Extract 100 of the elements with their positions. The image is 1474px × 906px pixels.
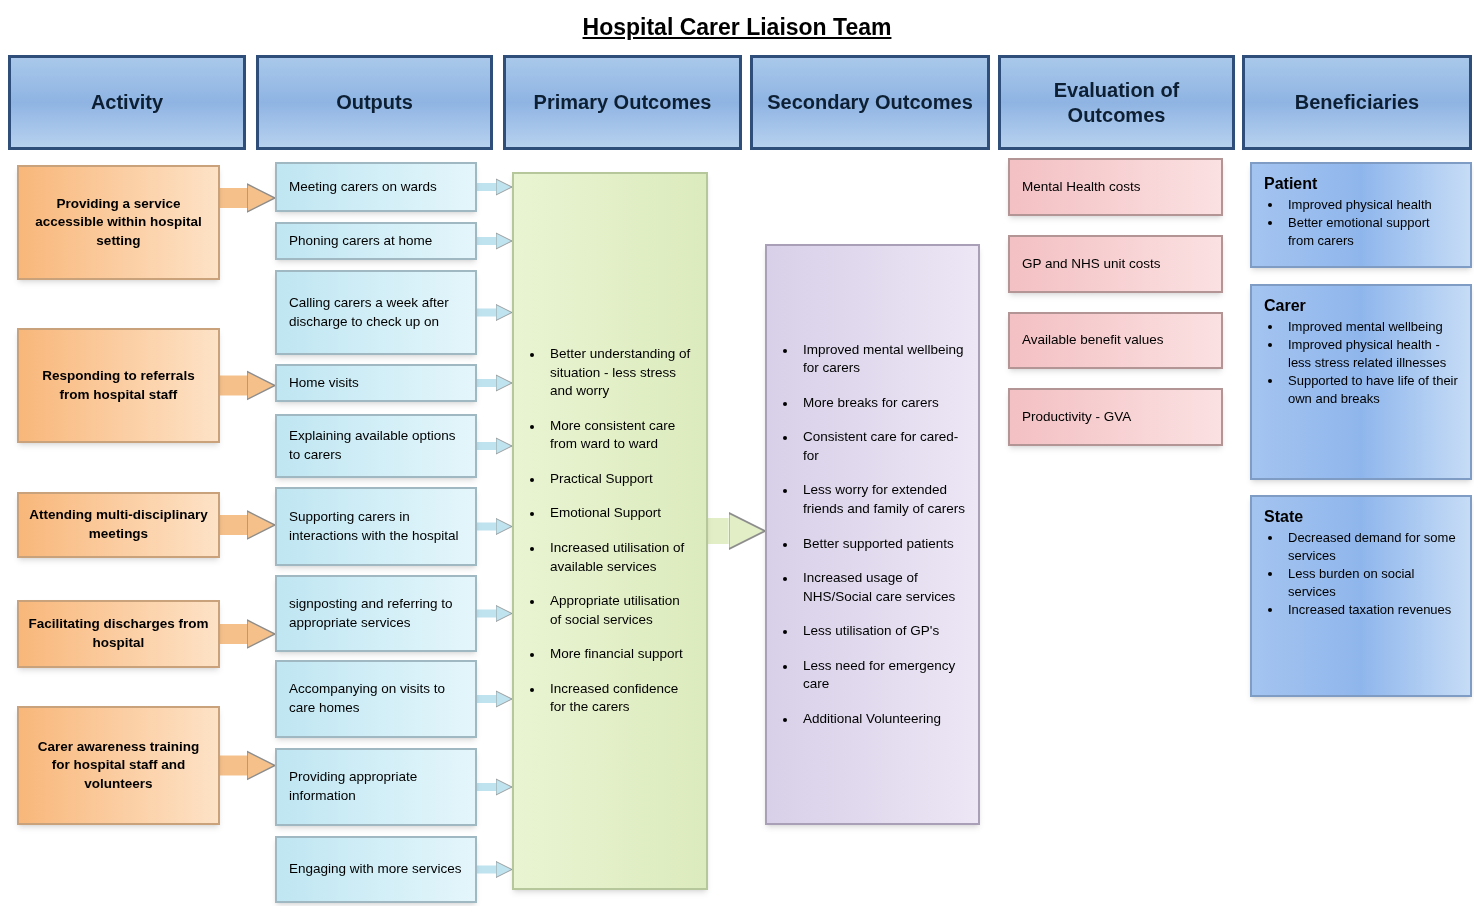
output-box bbox=[275, 487, 477, 566]
bullet-item: More consistent care from ward to ward bbox=[550, 416, 677, 454]
evaluation-box bbox=[1008, 388, 1223, 446]
box-text: Engaging with more services bbox=[289, 860, 462, 879]
block-arrow bbox=[220, 510, 276, 540]
activity-text: Providing a service accessible within hospital setting bbox=[34, 194, 203, 250]
output-box bbox=[275, 270, 477, 355]
block-arrow bbox=[477, 304, 513, 321]
box-text: Providing appropriate information bbox=[289, 768, 419, 805]
block-arrow bbox=[477, 437, 513, 455]
column-header bbox=[750, 55, 990, 150]
bullet-item: Better understanding of situation - less stress and worry bbox=[550, 345, 692, 401]
activity-box bbox=[17, 706, 220, 825]
evaluation-box bbox=[1008, 312, 1223, 369]
outcome-list-box bbox=[765, 244, 980, 825]
beneficiary-heading: Carer bbox=[1264, 296, 1307, 316]
beneficiary-box bbox=[1250, 284, 1472, 480]
beneficiary-box bbox=[1250, 162, 1472, 268]
activity-text: Responding to referrals from hospital staff bbox=[41, 366, 196, 404]
box-text: signposting and referring to appropriate services bbox=[289, 594, 454, 632]
bullet-item: Better supported patients bbox=[803, 534, 954, 553]
bullet-item: Less worry for extended friends and family of carers bbox=[803, 481, 966, 518]
output-box bbox=[275, 660, 477, 738]
output-box bbox=[275, 162, 477, 212]
box-text: Phoning carers at home bbox=[289, 231, 433, 250]
header-text: Activity bbox=[90, 90, 164, 115]
box-text: Mental Health costs bbox=[1022, 177, 1141, 196]
block-arrow bbox=[708, 511, 766, 551]
box-text: Accompanying on visits to care homes bbox=[289, 680, 447, 717]
block-arrow bbox=[477, 861, 513, 878]
block-arrow bbox=[477, 778, 513, 796]
activity-box bbox=[17, 600, 220, 668]
bullet-item: Emotional Support bbox=[550, 504, 662, 523]
bullet-item: Less utilisation of GP's bbox=[803, 622, 940, 641]
block-arrow bbox=[477, 605, 513, 622]
box-text: GP and NHS unit costs bbox=[1022, 254, 1161, 273]
output-box bbox=[275, 414, 477, 478]
activity-box bbox=[17, 165, 220, 280]
diagram-title: Hospital Carer Liaison Team bbox=[582, 13, 892, 42]
header-text: Evaluation of Outcomes bbox=[1052, 77, 1181, 128]
block-arrow bbox=[220, 183, 276, 213]
header-text: Outputs bbox=[336, 90, 413, 115]
activity-text: Facilitating discharges from hospital bbox=[27, 615, 210, 652]
bullet-item: Less need for emergency care bbox=[803, 656, 957, 694]
column-header bbox=[256, 55, 493, 150]
bullet-item: More financial support bbox=[550, 645, 683, 664]
block-arrow bbox=[477, 690, 513, 708]
bullet-item: Practical Support bbox=[550, 469, 653, 488]
column-header bbox=[1242, 55, 1472, 150]
header-text: Secondary Outcomes bbox=[767, 90, 973, 115]
activity-text: Carer awareness training for hospital staff and volunteers bbox=[36, 737, 201, 793]
beneficiary-heading: State bbox=[1264, 507, 1305, 527]
box-text: Supporting carers in interactions with the hospital bbox=[289, 507, 460, 545]
bullet-item: Appropriate utilisation of social services bbox=[550, 592, 681, 629]
block-arrow bbox=[477, 518, 513, 535]
header-text: Beneficiaries bbox=[1294, 90, 1420, 115]
beneficiary-box bbox=[1250, 495, 1472, 697]
block-arrow bbox=[477, 232, 513, 250]
evaluation-box bbox=[1008, 235, 1223, 293]
output-box bbox=[275, 222, 477, 260]
bullet-item: Better emotional support from carers bbox=[1288, 213, 1431, 250]
bullet-item: Increased taxation revenues bbox=[1288, 600, 1452, 619]
box-text: Home visits bbox=[289, 373, 359, 392]
bullet-item: Increased usage of NHS/Social care services bbox=[803, 569, 957, 606]
activity-box bbox=[17, 492, 220, 558]
evaluation-box bbox=[1008, 158, 1223, 216]
bullet-item: Improved physical health bbox=[1288, 196, 1432, 214]
bullet-item: Additional Volunteering bbox=[803, 709, 942, 728]
box-text: Meeting carers on wards bbox=[289, 177, 437, 196]
bullet-item: Consistent care for cared-for bbox=[803, 428, 960, 465]
activity-box bbox=[17, 328, 220, 443]
bullet-item: Less burden on social services bbox=[1288, 564, 1416, 601]
box-text: Productivity - GVA bbox=[1022, 407, 1132, 426]
activity-text: Attending multi-disciplinary meetings bbox=[28, 506, 209, 543]
bullet-item: Increased confidence for the carers bbox=[550, 679, 680, 717]
bullet-item: Increased utilisation of available services bbox=[550, 539, 686, 576]
block-arrow bbox=[220, 619, 276, 649]
bullet-item: Decreased demand for some services bbox=[1288, 529, 1457, 565]
bullet-item: More breaks for carers bbox=[803, 393, 939, 412]
block-arrow bbox=[477, 374, 513, 392]
bullet-item: Improved mental wellbeing bbox=[1288, 318, 1443, 336]
block-arrow bbox=[477, 178, 513, 196]
beneficiary-heading: Patient bbox=[1264, 174, 1319, 194]
box-text: Calling carers a week after discharge to check up on bbox=[289, 293, 450, 331]
output-box bbox=[275, 575, 477, 652]
box-text: Explaining available options to carers bbox=[289, 427, 457, 464]
header-text: Primary Outcomes bbox=[533, 90, 712, 115]
output-box bbox=[275, 836, 477, 903]
bullet-item: Improved mental wellbeing for carers bbox=[803, 340, 965, 378]
column-header bbox=[503, 55, 742, 150]
column-header bbox=[998, 55, 1235, 150]
outcome-list-box bbox=[512, 172, 708, 890]
output-box bbox=[275, 364, 477, 402]
block-arrow bbox=[220, 750, 276, 781]
output-box bbox=[275, 748, 477, 826]
bullet-item: Supported to have life of their own and breaks bbox=[1288, 371, 1458, 408]
box-text: Available benefit values bbox=[1022, 331, 1164, 350]
bullet-item: Improved physical health - less stress related illnesses bbox=[1288, 335, 1448, 372]
block-arrow bbox=[220, 370, 276, 401]
column-header bbox=[8, 55, 246, 150]
